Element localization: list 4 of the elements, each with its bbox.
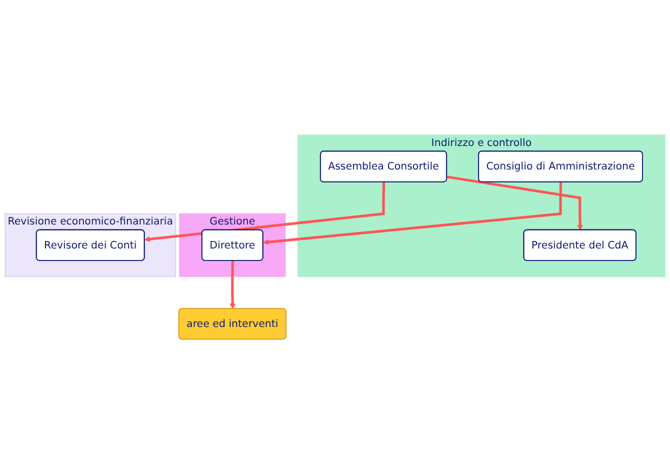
arrow	[230, 261, 236, 310]
arrow	[144, 182, 386, 242]
arrow	[262, 182, 562, 246]
arrow	[446, 176, 583, 231]
